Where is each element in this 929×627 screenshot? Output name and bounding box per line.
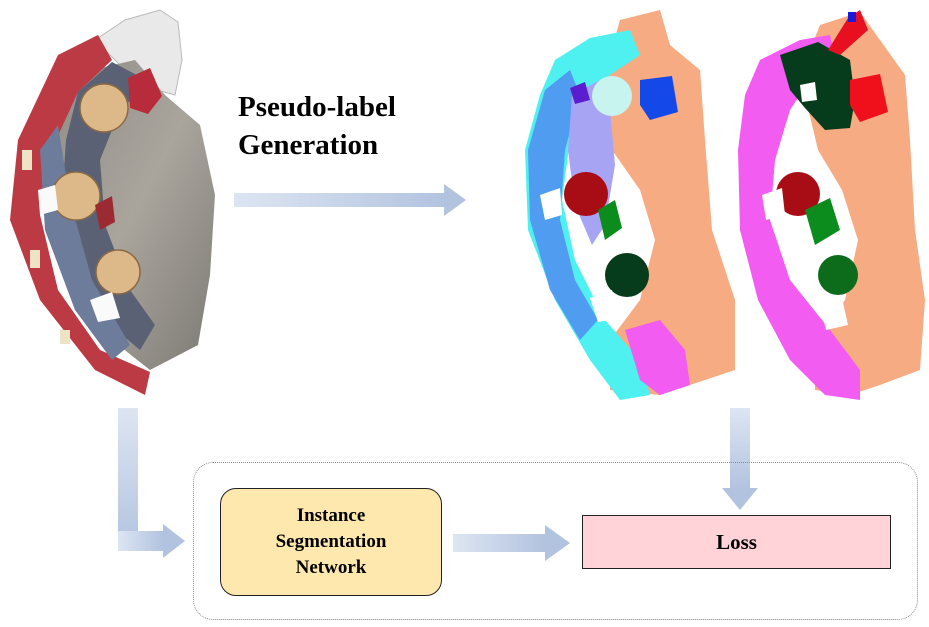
- pseudo-label-title: Pseudo-label Generation: [238, 88, 468, 164]
- arrow-input-to-network: [118, 408, 185, 558]
- pseudo-label-title-line1: Pseudo-label: [238, 91, 396, 123]
- segmentation-network-box: Instance Segmentation Network: [220, 488, 442, 596]
- arrow-pseudo-label: [234, 184, 466, 216]
- pseudo-label-cloud: [525, 10, 735, 400]
- training-region: [193, 462, 918, 620]
- arrow-network-to-loss: [453, 525, 570, 561]
- loss-label: Loss: [716, 529, 757, 554]
- loss-box: Loss: [582, 515, 891, 569]
- input-point-cloud: [10, 9, 215, 395]
- network-label-line2: Segmentation: [275, 531, 387, 552]
- pseudo-label-title-line2: Generation: [238, 129, 379, 161]
- network-label-line3: Network: [295, 557, 367, 578]
- network-label-line1: Instance: [296, 505, 366, 526]
- instance-label-cloud: [738, 10, 925, 400]
- arrow-pseudo-to-loss: [722, 408, 758, 510]
